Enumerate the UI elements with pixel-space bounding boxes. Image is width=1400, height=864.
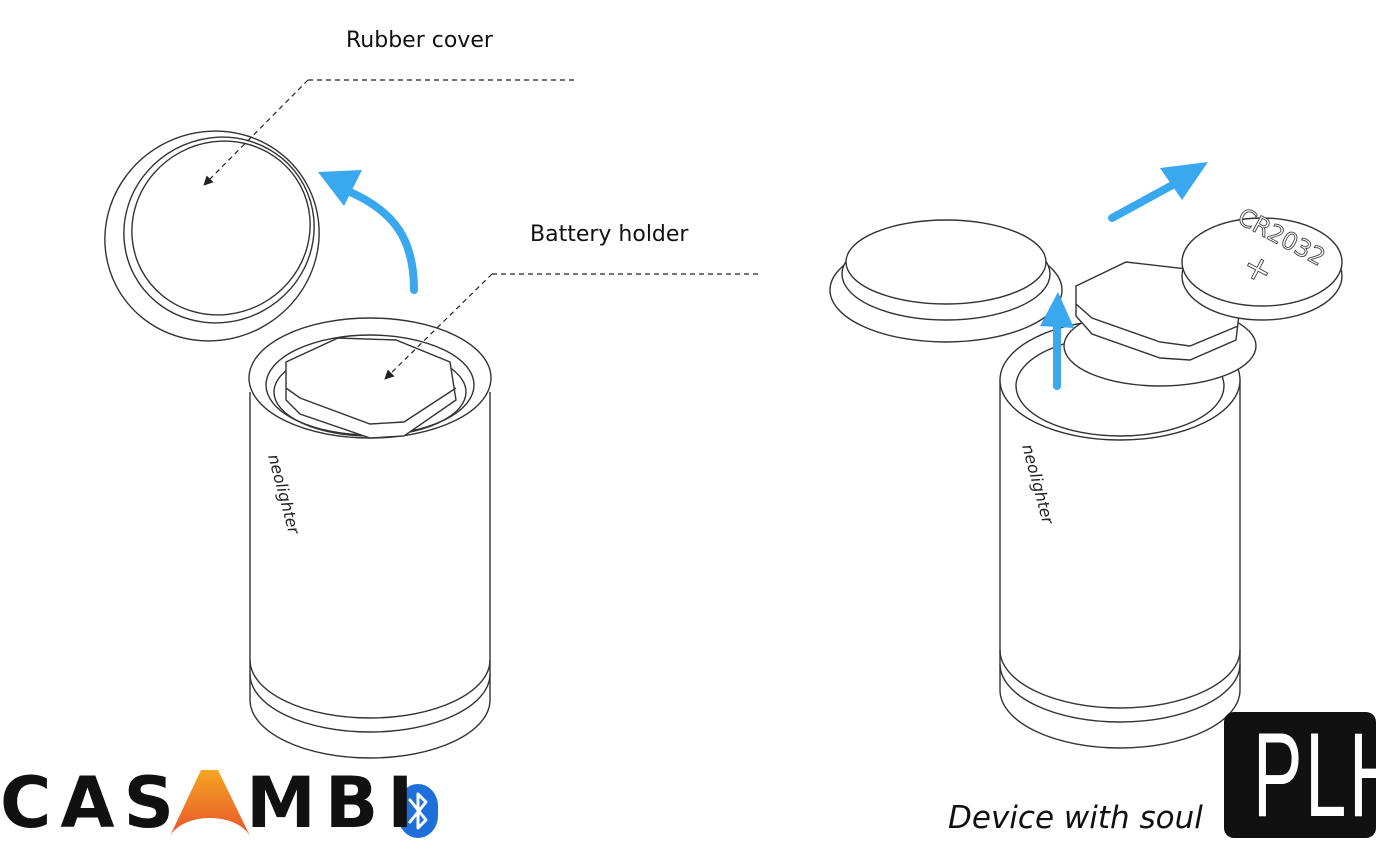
coin-battery [1181,217,1343,321]
battery-holder-right [1063,261,1257,387]
callout-leader-battery [384,273,758,380]
casambi-wordmark: CASAMBI [0,762,422,844]
lift-arrow-curved [318,170,418,294]
casambi-wordmark-text: CASAMBI [0,762,423,844]
label-rubber-cover: Rubber cover [346,28,493,53]
bluetooth-icon [398,784,438,838]
lift-arrow-up [1040,292,1074,390]
cylinder-body-right [999,319,1241,749]
remove-arrow-diagonal [1108,162,1208,222]
tagline: Device with soul [948,800,1203,836]
casambi-a-logo [170,770,250,836]
cylinder-body-left [248,317,492,759]
rubber-cover-right [829,219,1063,343]
callout-leader-rubber [203,79,576,186]
plh-logo: PLH [1224,712,1376,838]
rubber-cover-left [104,130,320,342]
label-battery-holder: Battery holder [530,222,689,247]
plh-logo-text: PLH [1252,712,1376,838]
